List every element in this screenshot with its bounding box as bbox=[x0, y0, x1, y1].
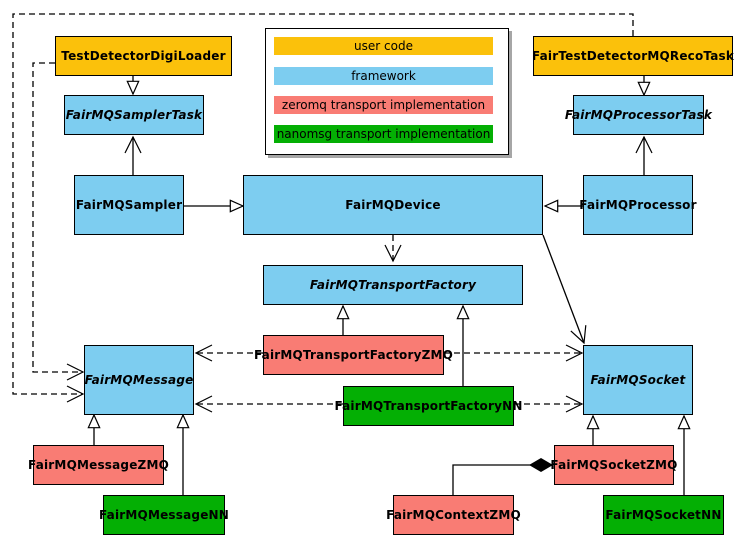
class-fairmqdevice: FairMQDevice bbox=[243, 175, 543, 235]
class-fairmqprocessor: FairMQProcessor bbox=[579, 175, 697, 235]
class-fairmqsamplertask: FairMQSamplerTask bbox=[64, 95, 204, 135]
class-fairmqprocessortask: FairMQProcessorTask bbox=[565, 95, 712, 135]
legend-label: zeromq transport implementation bbox=[281, 98, 486, 112]
edge-device-socket bbox=[542, 234, 587, 345]
class-fairmqtransportfactorynn: FairMQTransportFactoryNN bbox=[334, 386, 522, 426]
legend-item-framework: framework bbox=[274, 67, 493, 85]
legend-item-user-code: user code bbox=[274, 37, 493, 55]
legend-box: user code framework zeromq transport imp… bbox=[265, 28, 509, 155]
class-fairmqtransportfactoryzmq: FairMQTransportFactoryZMQ bbox=[254, 335, 453, 375]
class-fairmqmessage: FairMQMessage bbox=[84, 345, 194, 415]
legend-item-nanomsg: nanomsg transport implementation bbox=[274, 125, 493, 143]
class-fairmqsocket: FairMQSocket bbox=[583, 345, 693, 415]
class-fairtestdetectormqrecotask: FairTestDetectorMQRecoTask bbox=[532, 36, 734, 76]
class-fairmqsocketnn: FairMQSocketNN bbox=[603, 495, 724, 535]
class-fairmqsampler: FairMQSampler bbox=[74, 175, 184, 235]
edge-digiloader-message bbox=[32, 62, 85, 381]
class-testdetectordigiloader: TestDetectorDigiLoader bbox=[55, 36, 232, 76]
class-fairmqsocketzmq: FairMQSocketZMQ bbox=[550, 445, 677, 485]
legend-item-zeromq: zeromq transport implementation bbox=[274, 96, 493, 114]
edge-contextzmq-socketzmq bbox=[452, 458, 553, 495]
legend-label: framework bbox=[351, 69, 416, 83]
class-fairmqcontextzmq: FairMQContextZMQ bbox=[386, 495, 521, 535]
class-fairmqtransportfactory: FairMQTransportFactory bbox=[263, 265, 523, 305]
legend-label: user code bbox=[354, 39, 413, 53]
class-fairmqmessagenn: FairMQMessageNN bbox=[99, 495, 229, 535]
edge-recotask-message bbox=[12, 13, 634, 403]
class-fairmqmessagezmq: FairMQMessageZMQ bbox=[28, 445, 169, 485]
legend-label: nanomsg transport implementation bbox=[276, 127, 491, 141]
